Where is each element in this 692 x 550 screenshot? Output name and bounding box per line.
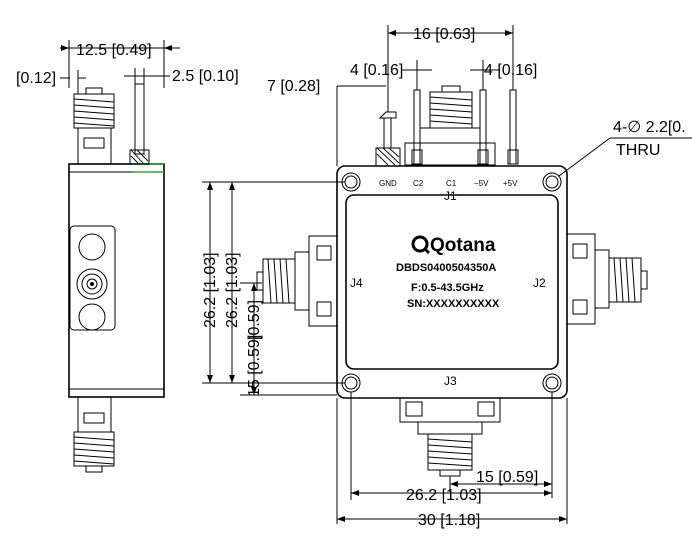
port-label-j2: J2 xyxy=(533,276,546,290)
dim-height-low: 15 [0.59] xyxy=(246,335,263,397)
dim-hole-thru: THRU xyxy=(616,142,660,159)
port-label-j4: J4 xyxy=(350,276,363,290)
top-connector-j1 xyxy=(404,85,496,166)
right-connector-j2 xyxy=(566,233,648,325)
port-label-j3: J3 xyxy=(444,374,457,388)
dim-pin-offset: 7 [0.28] xyxy=(267,78,320,95)
dim-pin-pitch-right: 4 [0.16] xyxy=(484,62,537,79)
dim-pin-pitch-left: 4 [0.16] xyxy=(350,62,403,79)
dim-side-pin: 2.5 [0.10] xyxy=(172,68,239,85)
frequency-range: F:0.5-43.5GHz xyxy=(411,282,484,294)
dim-side-left: [0.12] xyxy=(16,70,56,87)
brand-name: Qotana xyxy=(430,235,496,256)
pin-label-gnd: GND xyxy=(379,179,397,188)
pin-label-c1: C1 xyxy=(446,179,457,188)
dim-height-outer: 26.2 [1.03] xyxy=(202,252,219,328)
brand-logo: Qotana xyxy=(411,235,496,256)
dim-hole-spec: 4-∅ 2.2[0. xyxy=(613,119,686,136)
top-view: GND C2 C1 −5V +5V J1 J2 J3 J4 Qotana DBD… xyxy=(202,25,692,529)
top-pins xyxy=(375,89,519,167)
port-label-j1: J1 xyxy=(444,189,457,203)
serial-number: SN:XXXXXXXXXX xyxy=(407,298,500,310)
bottom-connector-j3 xyxy=(399,397,501,477)
dim-bottom-connector: 15 [0.59] xyxy=(476,469,538,486)
left-connector-j4 xyxy=(256,235,338,327)
side-top-connector xyxy=(73,87,115,165)
pin-label-plus5v: +5V xyxy=(503,179,518,188)
pin-label-minus5v: −5V xyxy=(474,179,489,188)
dim-height-mid: [0.59] xyxy=(246,300,263,340)
dim-height-inner: 26.2 [1.03] xyxy=(224,252,241,328)
cover-outline xyxy=(345,194,559,370)
side-pin xyxy=(129,83,150,165)
dim-pin-span: 16 [0.63] xyxy=(413,26,475,43)
dim-side-width: 12.5 [0.49] xyxy=(76,42,152,59)
side-view: 12.5 [0.49] [0.12] 2.5 [0.10] xyxy=(16,40,239,473)
dim-total-width: 30 [1.18] xyxy=(418,512,480,529)
part-number: DBDS0400504350A xyxy=(396,262,496,274)
side-body xyxy=(68,163,165,398)
side-front-connector xyxy=(69,225,116,331)
side-bottom-connector xyxy=(73,396,115,473)
dim-hole-span: 26.2 [1.03] xyxy=(406,487,482,504)
pin-label-c2: C2 xyxy=(413,179,424,188)
